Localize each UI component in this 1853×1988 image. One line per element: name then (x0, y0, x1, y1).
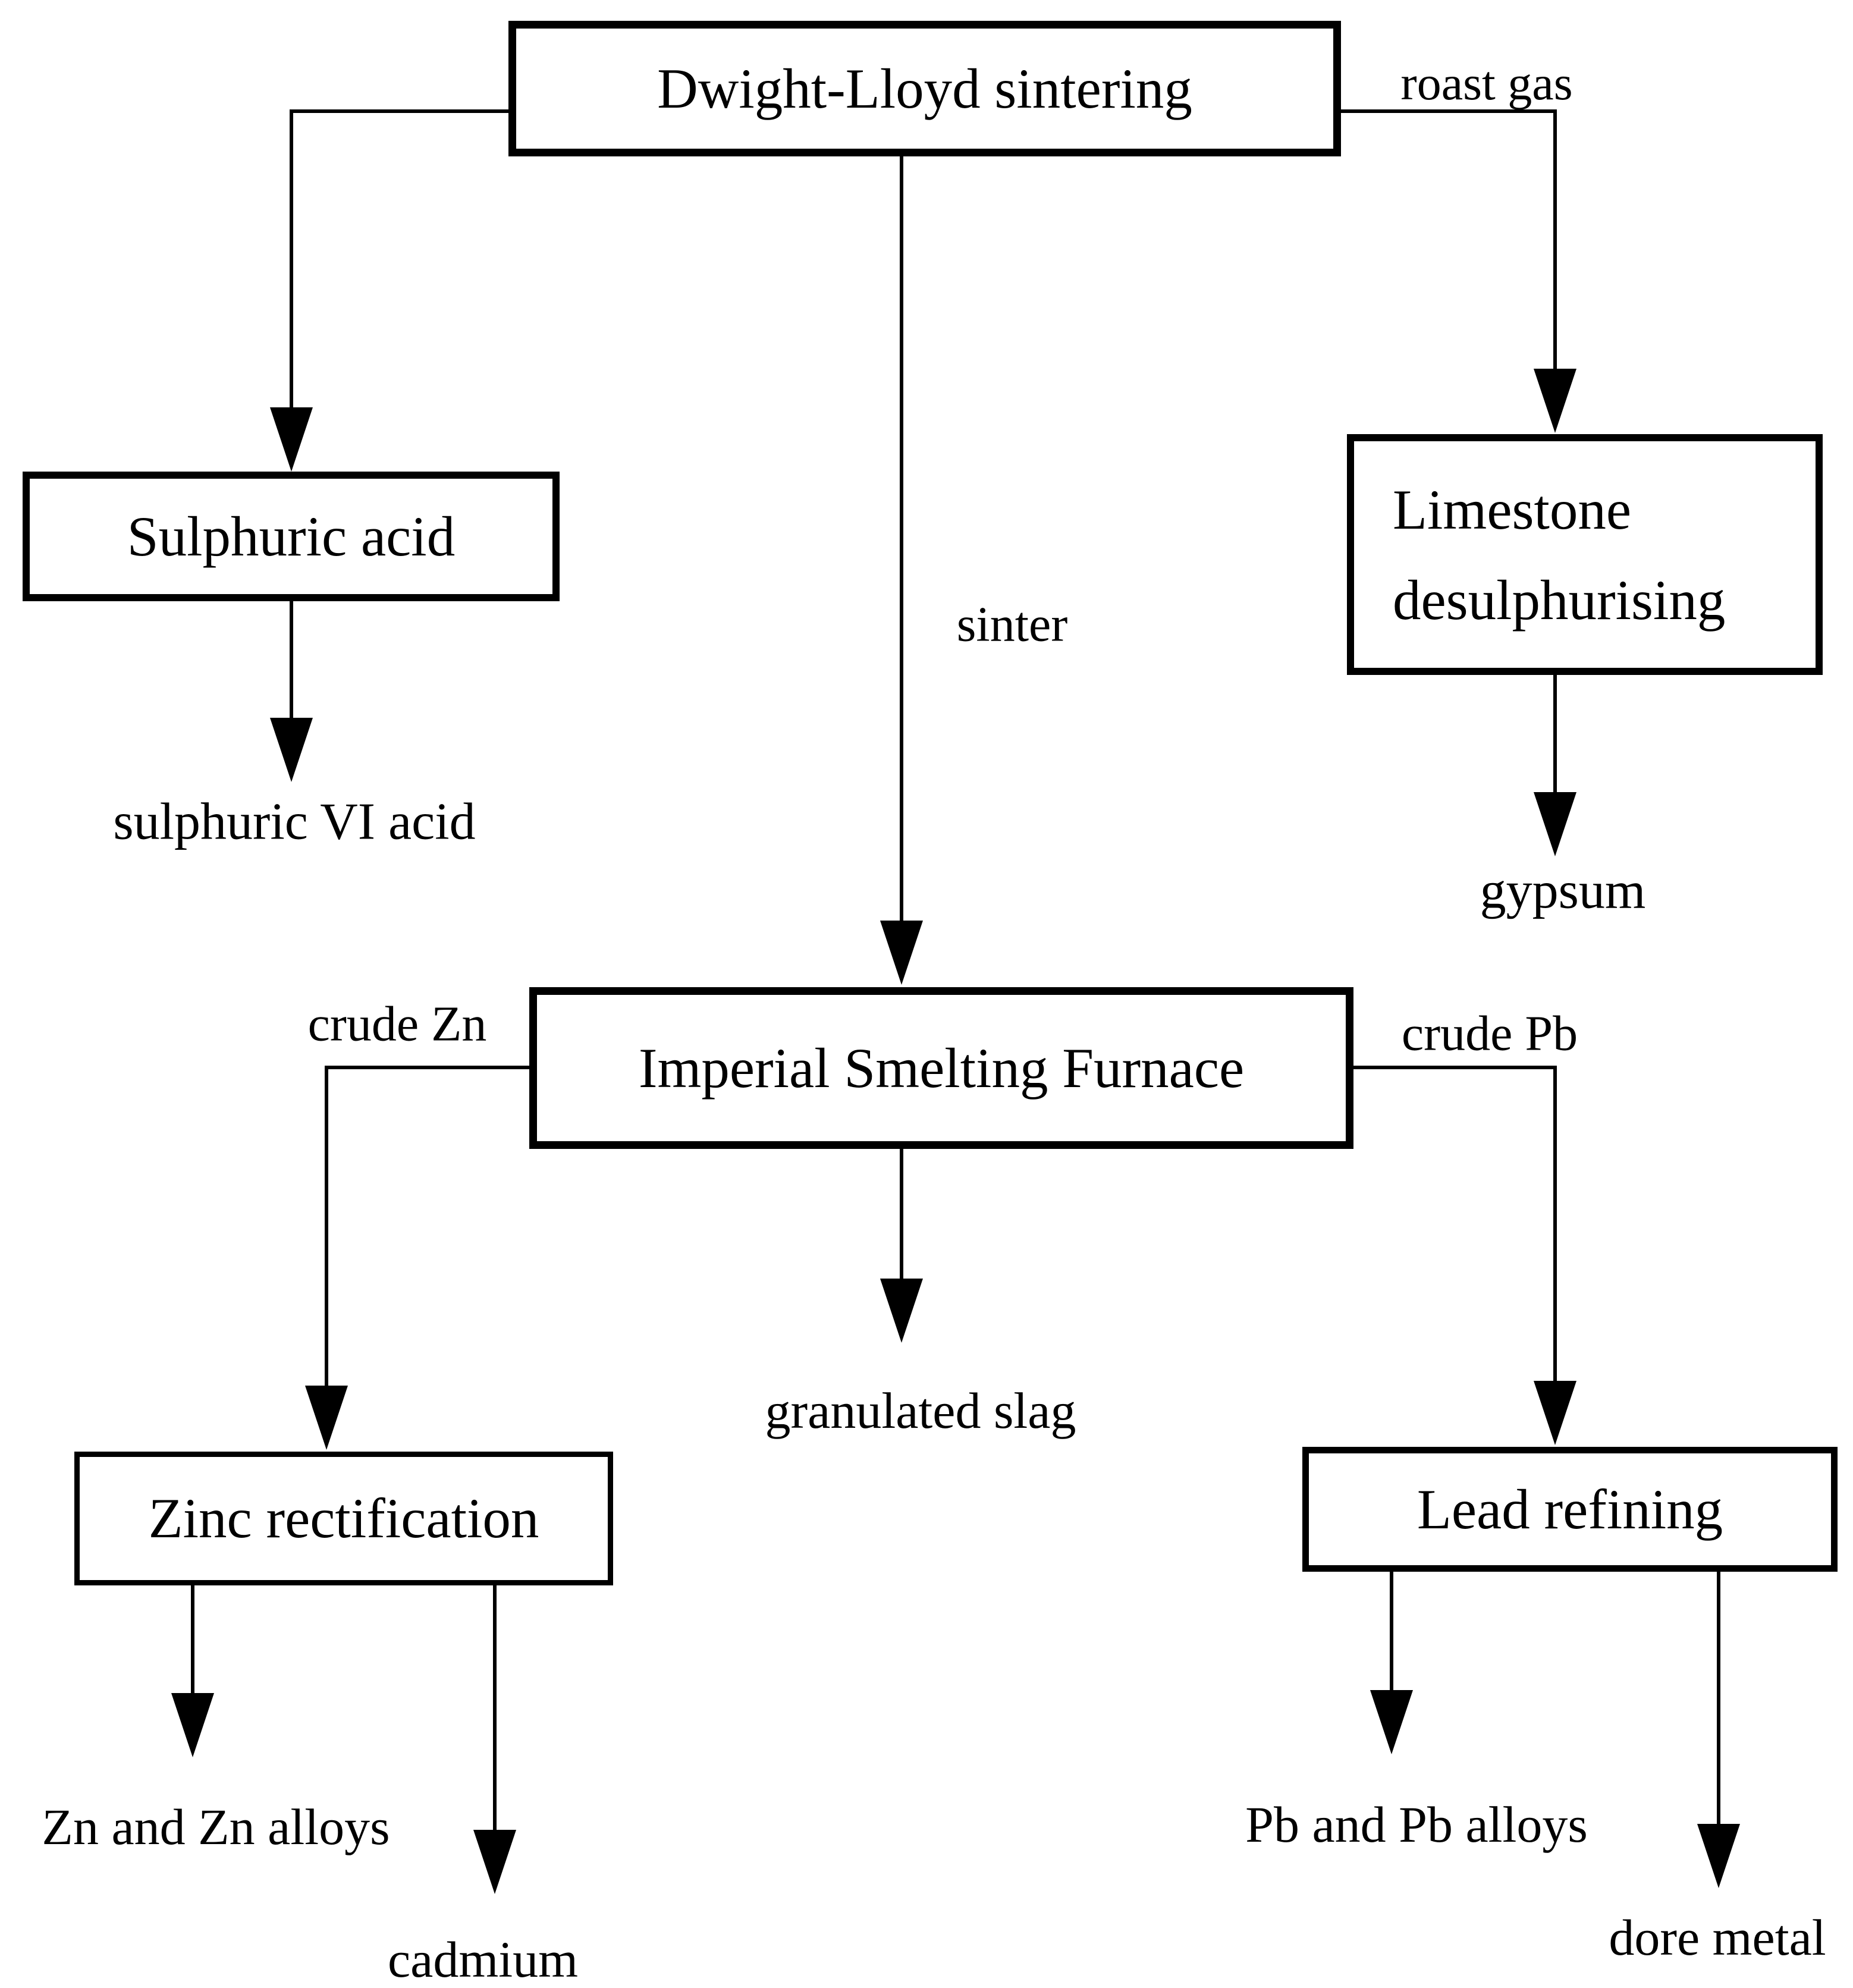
arrowhead-down-icon (473, 1830, 516, 1894)
connector-furnace-to-lead (1353, 1066, 1576, 1445)
edge-label-roast-gas: roast gas (1400, 56, 1573, 110)
node-lead-refining: Lead refining (1302, 1447, 1838, 1572)
connector-zinc-to-alloys (171, 1585, 214, 1757)
connector-sintering-to-furnace (880, 156, 923, 985)
output-sulphuric-vi-acid: sulphuric VI acid (113, 793, 476, 851)
arrowhead-down-icon (270, 718, 313, 782)
node-label: Lead refining (1417, 1477, 1723, 1541)
connector-sulphuric-acid-to-output (270, 601, 313, 782)
node-label: Dwight-Lloyd sintering (657, 56, 1192, 120)
output-pb-and-pb-alloys: Pb and Pb alloys (1245, 1796, 1588, 1853)
node-dwight-lloyd-sintering: Dwight-Lloyd sintering (508, 21, 1341, 156)
arrowhead-down-icon (270, 407, 313, 472)
node-label-line2: desulphurising (1393, 568, 1726, 632)
node-label: Sulphuric acid (127, 504, 456, 568)
output-granulated-slag: granulated slag (765, 1382, 1076, 1439)
output-gypsum: gypsum (1480, 862, 1646, 920)
arrowhead-down-icon (1534, 792, 1576, 856)
node-label: Zinc rectification (148, 1487, 539, 1550)
arrowhead-down-icon (305, 1386, 348, 1450)
arrowhead-down-icon (880, 1279, 923, 1343)
node-label: Imperial Smelting Furnace (638, 1036, 1245, 1100)
edge-label-sinter: sinter (956, 596, 1068, 652)
arrowhead-down-icon (880, 921, 923, 985)
edge-label-crude-pb: crude Pb (1401, 1006, 1578, 1061)
connector-furnace-to-slag (880, 1149, 923, 1343)
node-limestone-desulphurising: Limestone desulphurising (1347, 434, 1823, 675)
output-zn-and-zn-alloys: Zn and Zn alloys (42, 1798, 390, 1855)
connector-furnace-to-zinc (305, 1066, 529, 1450)
connector-lead-to-alloys (1370, 1572, 1413, 1754)
node-label-line1: Limestone (1393, 478, 1632, 541)
arrowhead-down-icon (1534, 1381, 1576, 1445)
node-zinc-rectification: Zinc rectification (74, 1452, 613, 1585)
arrowhead-down-icon (171, 1693, 214, 1757)
arrowhead-down-icon (1370, 1690, 1413, 1754)
connector-zinc-to-cadmium (473, 1585, 516, 1894)
arrowhead-down-icon (1534, 369, 1576, 433)
edge-label-crude-zn: crude Zn (307, 996, 487, 1052)
connector-sintering-to-sulphuric-acid (270, 109, 508, 472)
connector-limestone-to-gypsum (1534, 675, 1576, 856)
node-imperial-smelting-furnace: Imperial Smelting Furnace (529, 987, 1353, 1149)
node-sulphuric-acid: Sulphuric acid (23, 472, 560, 601)
connector-sintering-to-limestone (1341, 109, 1576, 433)
output-cadmium: cadmium (387, 1931, 579, 1988)
arrowhead-down-icon (1697, 1824, 1740, 1888)
connector-lead-to-dore (1697, 1572, 1740, 1888)
output-dore-metal: dore metal (1609, 1909, 1826, 1966)
